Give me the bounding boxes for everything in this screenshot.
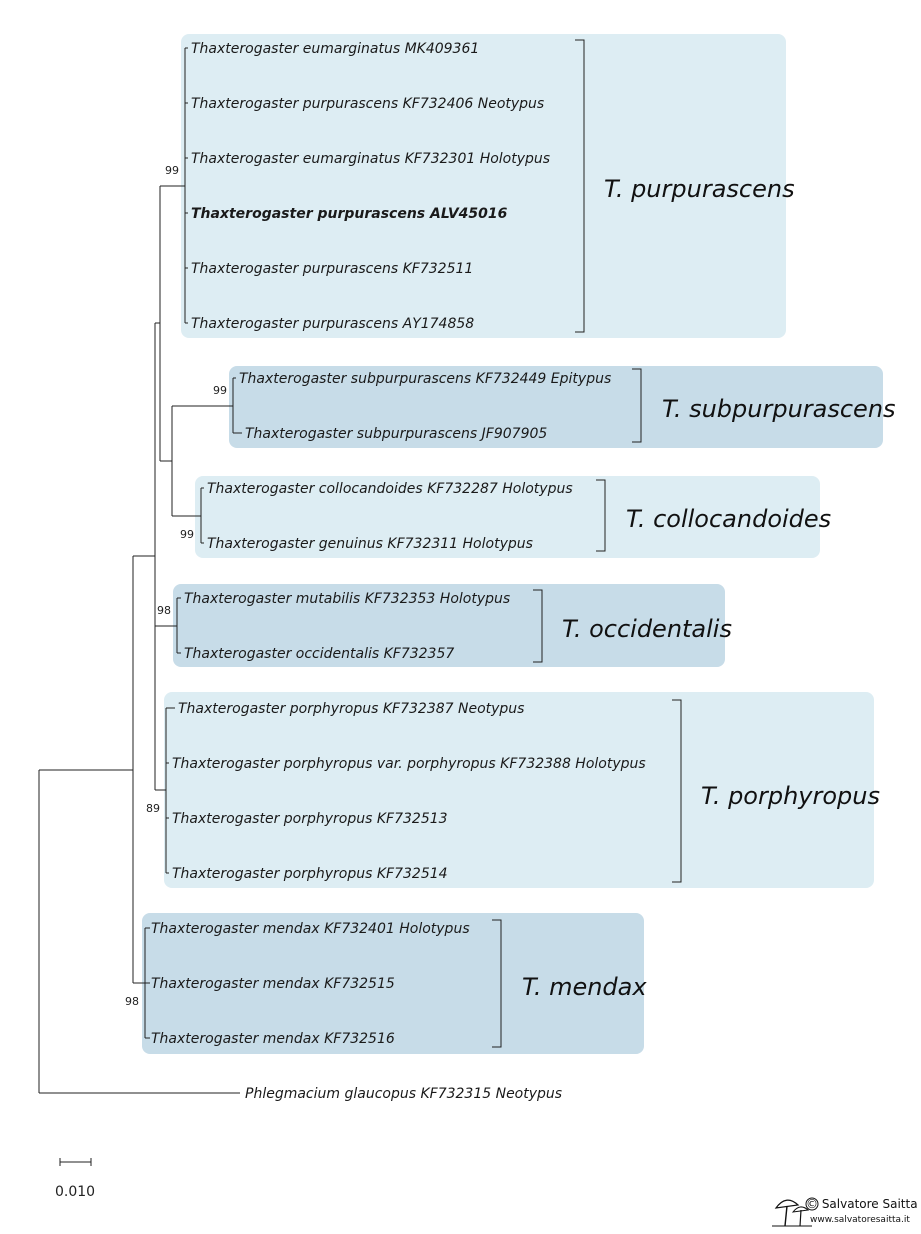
taxon-label: Thaxterogaster subpurpurascens JF907905 (245, 426, 547, 442)
support-occidentalis: 98 (157, 604, 171, 617)
support-collocandoides: 99 (180, 528, 194, 541)
bracket-mendax (492, 919, 502, 1048)
taxon-label-highlighted: Thaxterogaster purpurascens ALV45016 (191, 206, 508, 222)
taxon-label: Thaxterogaster genuinus KF732311 Holotyp… (207, 536, 533, 552)
taxon-label: Thaxterogaster collocandoides KF732287 H… (207, 481, 573, 497)
clade-name-subpurpurascens: T. subpurpurascens (662, 395, 896, 423)
support-purpurascens: 99 (165, 164, 179, 177)
clade-name-mendax: T. mendax (522, 973, 647, 1001)
taxon-label: Thaxterogaster mendax KF732401 Holotypus (151, 921, 470, 937)
clade-name-occidentalis: T. occidentalis (562, 615, 732, 643)
taxon-label: Thaxterogaster mendax KF732516 (151, 1031, 395, 1047)
taxon-label: Thaxterogaster eumarginatus MK409361 (191, 41, 479, 57)
watermark-url: www.salvatoresaitta.it (810, 1215, 910, 1225)
taxon-label: Thaxterogaster occidentalis KF732357 (184, 646, 454, 662)
taxon-label: Thaxterogaster mendax KF732515 (151, 976, 395, 992)
taxon-label: Thaxterogaster purpurascens AY174858 (191, 316, 474, 332)
bracket-porphyropus (672, 699, 682, 883)
taxon-label: Thaxterogaster purpurascens KF732406 Neo… (191, 96, 544, 112)
scale-bar: 0.010 (55, 1158, 95, 1200)
taxon-labels: Thaxterogaster eumarginatus MK409361 Tha… (151, 41, 646, 1102)
bracket-collocandoides (596, 479, 606, 552)
taxon-label: Thaxterogaster purpurascens KF732511 (191, 261, 473, 277)
clade-box-occidentalis (173, 584, 725, 667)
taxon-label: Thaxterogaster porphyropus KF732514 (172, 866, 448, 882)
watermark: © Salvatore Saitta www.salvatoresaitta.i… (772, 1197, 918, 1227)
clade-names: T. purpurascens T. subpurpurascens T. co… (522, 175, 896, 1001)
tree-branches (38, 47, 242, 1094)
clade-name-porphyropus: T. porphyropus (701, 782, 880, 810)
taxon-label: Thaxterogaster mutabilis KF732353 Holoty… (184, 591, 510, 607)
taxon-label: Thaxterogaster porphyropus KF732513 (172, 811, 448, 827)
scale-bar-label: 0.010 (55, 1184, 95, 1200)
clade-box-purpurascens (181, 34, 786, 338)
clade-brackets (492, 39, 682, 1048)
outgroup-label: Phlegmacium glaucopus KF732315 Neotypus (245, 1086, 562, 1102)
clade-box-subpurpurascens (229, 366, 883, 448)
bracket-occidentalis (533, 589, 543, 663)
clade-box-collocandoides (195, 476, 820, 558)
bracket-purpurascens (575, 39, 585, 333)
taxon-label: Thaxterogaster eumarginatus KF732301 Hol… (191, 151, 550, 167)
watermark-name: © Salvatore Saitta (806, 1197, 918, 1211)
bracket-subpurpurascens (632, 368, 642, 443)
support-values: 99 99 99 98 89 98 (125, 164, 227, 1008)
clade-box-porphyropus (164, 692, 874, 888)
support-porphyropus: 89 (146, 802, 160, 815)
taxon-label: Thaxterogaster subpurpurascens KF732449 … (239, 371, 611, 387)
taxon-label: Thaxterogaster porphyropus var. porphyro… (172, 756, 646, 772)
support-subpurpurascens: 99 (213, 384, 227, 397)
clade-name-collocandoides: T. collocandoides (626, 505, 831, 533)
support-mendax: 98 (125, 995, 139, 1008)
taxon-label: Thaxterogaster porphyropus KF732387 Neot… (178, 701, 524, 717)
clade-box-mendax (142, 913, 644, 1054)
mushroom-logo-icon (772, 1199, 812, 1227)
clade-name-purpurascens: T. purpurascens (604, 175, 795, 203)
